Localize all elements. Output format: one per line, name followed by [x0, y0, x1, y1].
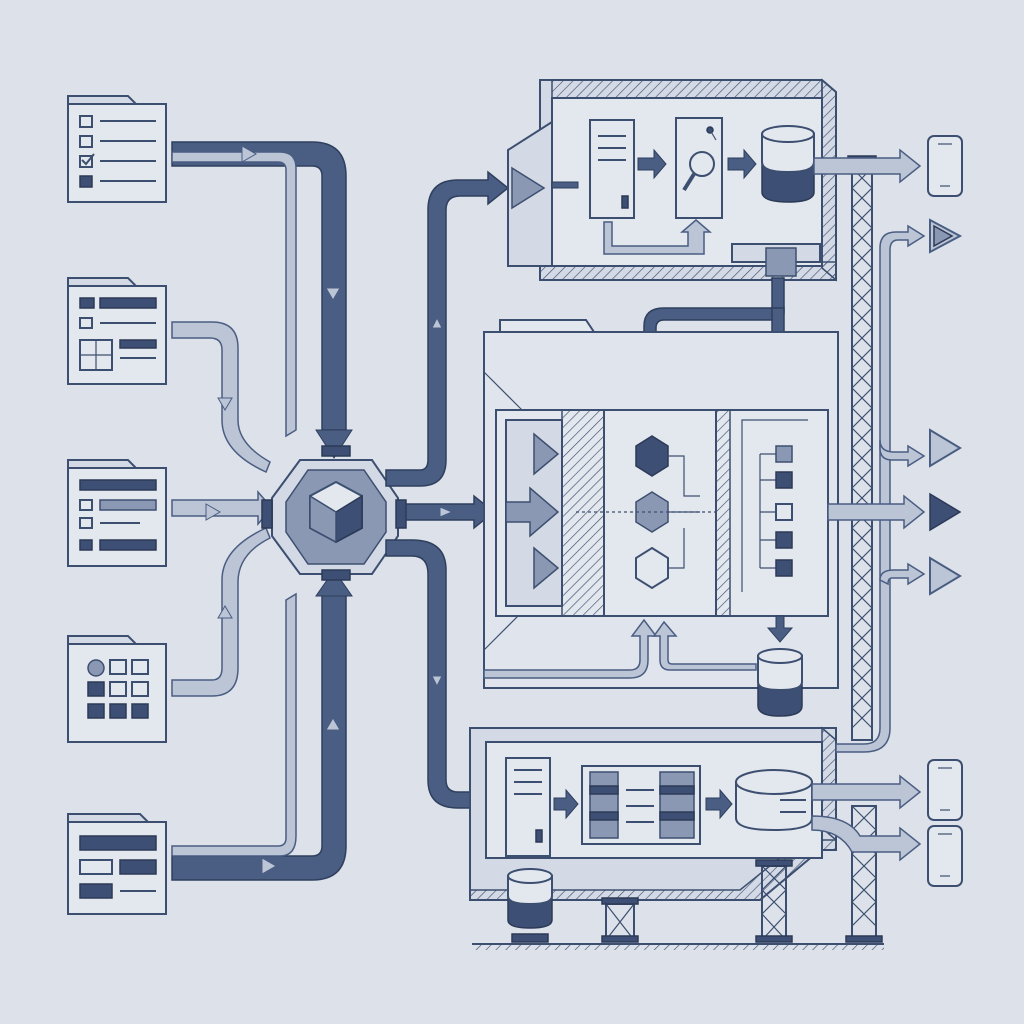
source-documents	[67, 95, 167, 915]
tree-node-icon	[741, 419, 808, 592]
mobile-device-icon	[927, 759, 963, 821]
table-icon	[581, 765, 701, 845]
pipe-source-1-light	[171, 151, 297, 438]
layout-document-icon	[67, 813, 167, 915]
play-arrow-icon	[929, 428, 962, 468]
support-truss	[601, 805, 883, 943]
source-pipes	[171, 141, 353, 881]
server-icon	[505, 757, 551, 857]
output-pipes	[811, 148, 926, 862]
database-icon	[507, 868, 553, 943]
pipe-source-3	[171, 490, 273, 526]
processing-module	[483, 319, 839, 717]
hexagon-node-icon	[635, 435, 669, 590]
form-document-icon	[67, 277, 167, 385]
play-arrow-icon	[929, 492, 962, 532]
pipe-source-2	[171, 321, 271, 474]
server-icon	[589, 119, 635, 219]
play-arrow-icon	[929, 218, 963, 254]
disk-icon	[735, 769, 813, 832]
pipe-to-ingestion	[385, 170, 510, 487]
inspect-chart-icon	[675, 117, 723, 219]
pipe-source-1	[171, 141, 347, 431]
distribution-tower	[847, 155, 877, 741]
ingestion-module	[507, 78, 837, 282]
pipe-source-5-light	[171, 592, 297, 857]
mobile-device-icon	[927, 825, 963, 887]
polyhedron-hub-icon	[261, 445, 407, 581]
pipe-source-4	[171, 526, 271, 697]
grid-document-icon	[67, 635, 167, 743]
play-arrow-icon	[929, 556, 962, 596]
storage-module	[469, 726, 884, 950]
database-icon	[761, 125, 815, 203]
triangle-flow-icon	[505, 432, 560, 590]
mobile-device-icon	[927, 135, 963, 197]
list-document-icon	[67, 459, 167, 567]
arrowhead-5	[315, 569, 353, 597]
checklist-document-icon	[67, 95, 167, 203]
database-icon	[757, 648, 803, 717]
output-endpoints	[927, 135, 963, 887]
arrowhead-1	[315, 429, 353, 459]
pipe-source-5	[171, 591, 347, 881]
